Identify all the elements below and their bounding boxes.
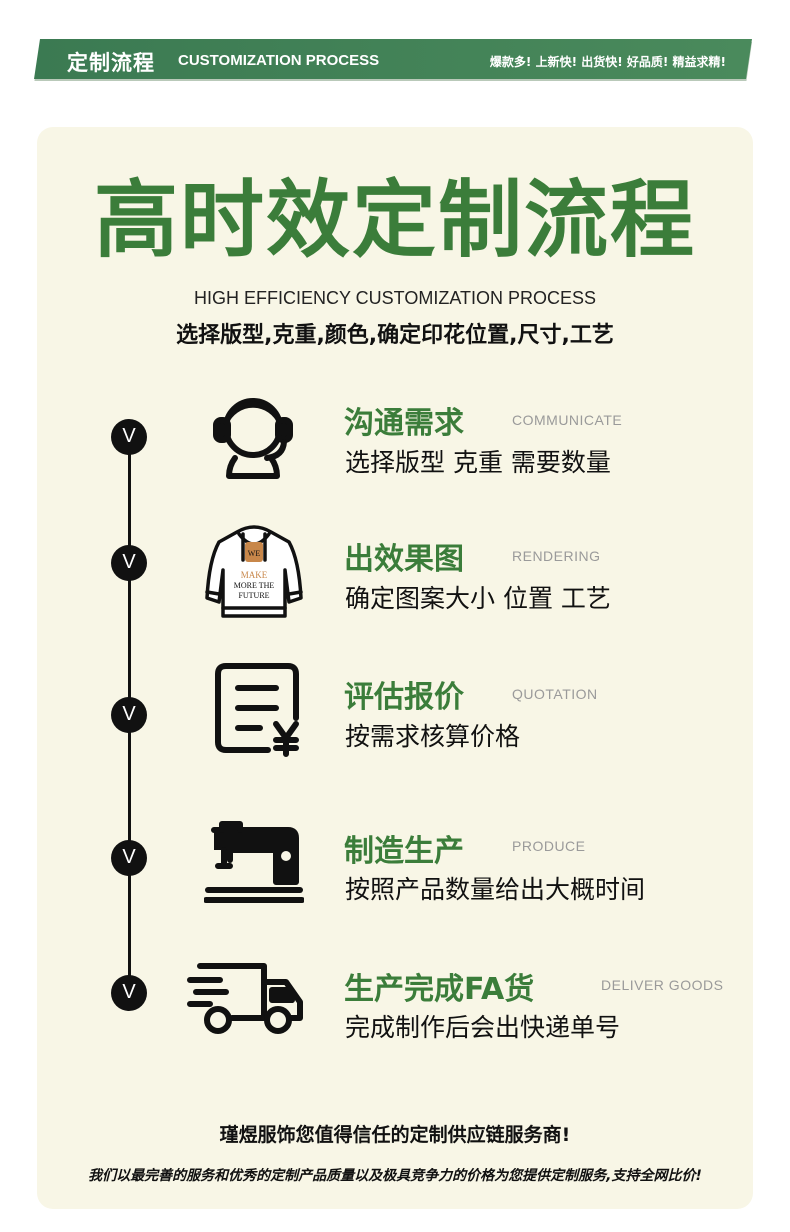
- step-title: 制造生产: [344, 834, 464, 869]
- step-marker: V: [111, 697, 147, 733]
- banner-slogan: 爆款多! 上新快! 出货快! 好品质! 精益求精!: [489, 55, 726, 69]
- step-description: 确定图案大小 位置 工艺: [345, 584, 611, 613]
- header-banner: 定制流程 CUSTOMIZATION PROCESS 爆款多! 上新快! 出货快…: [34, 39, 752, 81]
- banner-title: 定制流程: [67, 51, 155, 75]
- quote-document-icon: [214, 662, 304, 762]
- process-card: [37, 127, 753, 1209]
- step-title-en: COMMUNICATE: [512, 412, 623, 428]
- footer-tagline: 瑾煜服饰您值得信任的定制供应链服务商!: [219, 1124, 571, 1146]
- hoodie-print-text: MORE THE: [234, 581, 275, 590]
- hoodie-print-text: FUTURE: [238, 591, 269, 600]
- step-title-en: RENDERING: [512, 548, 601, 564]
- banner-background: [34, 39, 752, 81]
- sewing-machine-icon: [203, 820, 305, 910]
- hoodie-print-text: WE: [248, 549, 261, 558]
- page-title-en: HIGH EFFICIENCY CUSTOMIZATION PROCESS: [193, 288, 597, 308]
- step-title-en: PRODUCE: [512, 838, 586, 854]
- step-description: 选择版型 克重 需要数量: [345, 448, 611, 477]
- step-title: 评估报价: [344, 680, 464, 715]
- step-description: 按照产品数量给出大概时间: [345, 875, 646, 904]
- page-subtitle: 选择版型,克重,颜色,确定印花位置,尺寸,工艺: [176, 323, 614, 348]
- hoodie-icon: MAKE MORE THE FUTURE WE: [203, 520, 305, 626]
- step-title: 生产完成FA货: [344, 972, 535, 1007]
- step-marker: V: [111, 840, 147, 876]
- step-marker: V: [111, 419, 147, 455]
- step-title-en: DELIVER GOODS: [601, 977, 724, 993]
- step-description: 按需求核算价格: [345, 722, 521, 751]
- step-title: 出效果图: [344, 542, 464, 577]
- hoodie-print-text: MAKE: [241, 570, 268, 580]
- step-marker: V: [111, 975, 147, 1011]
- headset-icon: [205, 384, 301, 488]
- banner-subtitle: CUSTOMIZATION PROCESS: [178, 52, 380, 69]
- step-marker: V: [111, 545, 147, 581]
- step-description: 完成制作后会出快递单号: [345, 1013, 621, 1042]
- page-title: 高时效定制流程: [93, 171, 696, 269]
- step-title-en: QUOTATION: [512, 686, 598, 702]
- delivery-truck-icon: [186, 958, 306, 1042]
- footer-statement: 我们以最完善的服务和优秀的定制产品质量以及极具竞争力的价格为您提供定制服务,支持…: [88, 1168, 702, 1184]
- step-title: 沟通需求: [344, 406, 464, 441]
